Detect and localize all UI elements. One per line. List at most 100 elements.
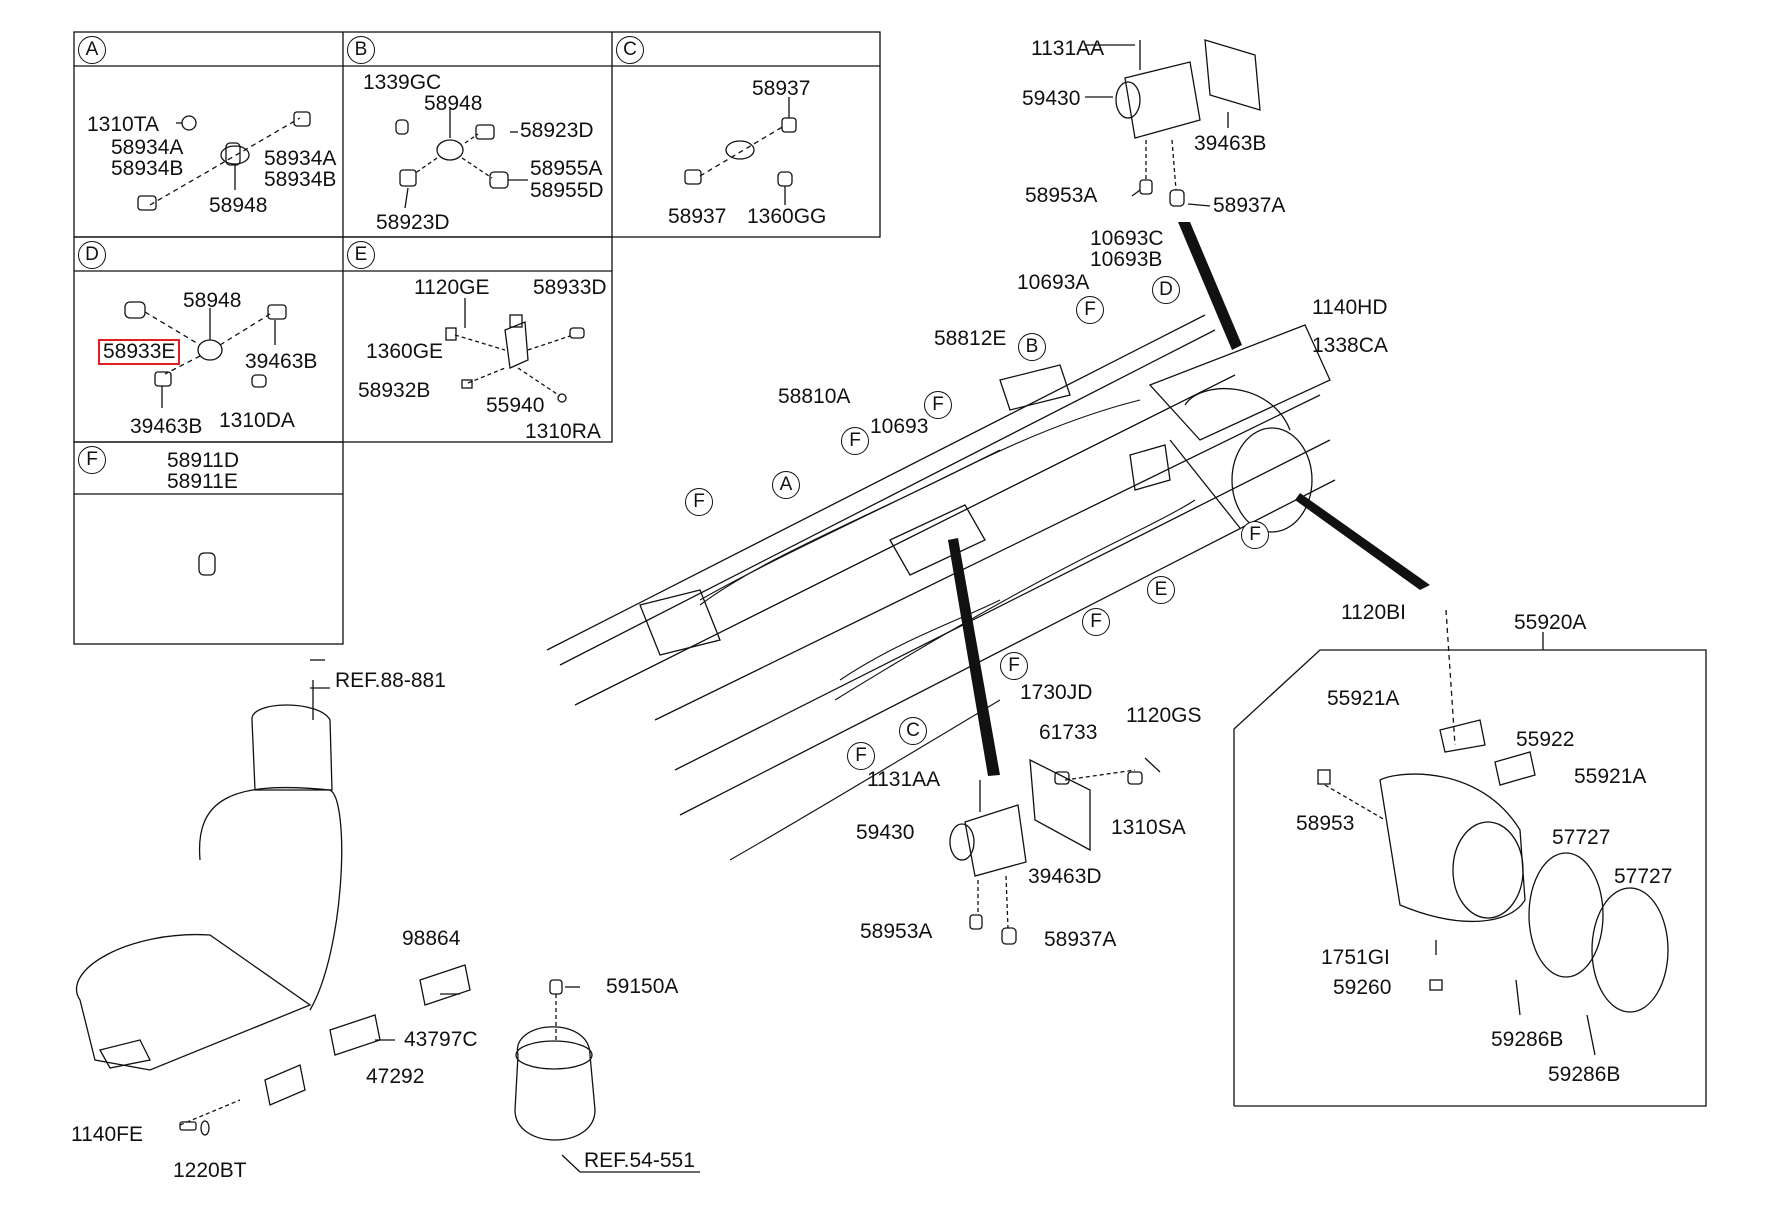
label-61733: 61733 — [1039, 721, 1098, 744]
label-1140HD: 1140HD — [1312, 296, 1388, 319]
label-58923D: 58923D — [520, 119, 594, 142]
label-58948-b: 58948 — [424, 92, 483, 115]
panel-b-fittings — [395, 108, 528, 209]
label-55920A: 55920A — [1514, 611, 1587, 634]
inset-panels-grid — [73, 31, 881, 645]
label-58937A-top: 58937A — [1213, 194, 1286, 217]
label-1310RA: 1310RA — [525, 420, 601, 443]
label-58933E-highlighted: 58933E — [98, 339, 181, 365]
label-58812E: 58812E — [934, 327, 1007, 350]
callout-f-4: F — [685, 488, 713, 516]
label-1310DA: 1310DA — [219, 409, 295, 432]
air-spring-drawing — [310, 687, 700, 1173]
label-58937: 58937 — [752, 77, 811, 100]
label-58934A-right: 58934A — [264, 147, 337, 170]
tank-box — [1233, 609, 1707, 1107]
callout-c: C — [899, 717, 927, 745]
label-58937A-lower: 58937A — [1044, 928, 1117, 951]
label-58923D-bottom: 58923D — [376, 211, 450, 234]
label-1131AA-lower: 1131AA — [867, 768, 941, 791]
panel-b-callout: B — [347, 36, 375, 64]
label-10693B: 10693B — [1090, 248, 1163, 271]
label-1360GG: 1360GG — [747, 205, 827, 228]
air-lines — [699, 399, 1196, 861]
label-ref-88-881: REF.88-881 — [335, 669, 446, 692]
label-1140FE: 1140FE — [71, 1123, 143, 1146]
label-58932B: 58932B — [358, 379, 431, 402]
panel-a-callout: A — [78, 36, 106, 64]
label-1310TA: 1310TA — [87, 113, 159, 136]
panel-f-fitting — [198, 552, 216, 576]
callout-f-5: F — [1241, 521, 1269, 549]
label-55921A-top: 55921A — [1327, 687, 1400, 710]
chassis-frame — [546, 314, 1336, 816]
label-1220BT: 1220BT — [173, 1159, 247, 1182]
lower-valve-assembly — [949, 757, 1161, 945]
label-39463B-top: 39463B — [1194, 132, 1267, 155]
panel-d-fittings — [124, 301, 287, 408]
label-43797C: 43797C — [404, 1028, 478, 1051]
callout-f-1: F — [1076, 296, 1104, 324]
callout-e: E — [1147, 576, 1175, 604]
label-1131AA-top: 1131AA — [1031, 37, 1105, 60]
label-10693: 10693 — [870, 415, 929, 438]
label-58948-d: 58948 — [183, 289, 242, 312]
callout-f-3: F — [841, 427, 869, 455]
callout-b: B — [1018, 333, 1046, 361]
label-1310SA: 1310SA — [1111, 816, 1186, 839]
label-39463B-d-bottom: 39463B — [130, 415, 203, 438]
label-10693C: 10693C — [1090, 227, 1164, 250]
label-57727-left: 57727 — [1552, 826, 1611, 849]
callout-f-6: F — [1082, 608, 1110, 636]
leader-bands — [948, 222, 1430, 776]
label-1751GI: 1751GI — [1321, 946, 1390, 969]
label-58953A-lower: 58953A — [860, 920, 933, 943]
label-59430-lower: 59430 — [856, 821, 915, 844]
label-58937-bottom: 58937 — [668, 205, 727, 228]
panel-c-fittings — [684, 97, 797, 205]
label-39463D: 39463D — [1028, 865, 1102, 888]
label-58934A: 58934A — [111, 136, 184, 159]
label-58810A: 58810A — [778, 385, 851, 408]
label-58934B-right: 58934B — [264, 168, 337, 191]
label-55940: 55940 — [486, 394, 545, 417]
panel-a-fittings — [137, 111, 311, 211]
label-1339GC: 1339GC — [363, 71, 442, 94]
panel-e-callout: E — [347, 241, 375, 269]
top-valve-assembly — [1085, 39, 1261, 207]
label-39463B-d: 39463B — [245, 350, 318, 373]
label-58955A: 58955A — [530, 157, 603, 180]
label-58933D: 58933D — [533, 276, 607, 299]
label-59430-top: 59430 — [1022, 87, 1081, 110]
seat-drawing — [75, 659, 471, 1136]
frame-tank — [1169, 388, 1313, 533]
label-58911E: 58911E — [167, 470, 238, 493]
label-1360GE: 1360GE — [366, 340, 444, 363]
label-58911D: 58911D — [167, 449, 240, 472]
label-59286B-right: 59286B — [1548, 1063, 1621, 1086]
label-47292: 47292 — [366, 1065, 425, 1088]
panel-d-callout: D — [78, 241, 106, 269]
label-55922: 55922 — [1516, 728, 1575, 751]
label-58953: 58953 — [1296, 812, 1355, 835]
label-59260: 59260 — [1333, 976, 1392, 999]
label-98864: 98864 — [402, 927, 461, 950]
label-57727-right: 57727 — [1614, 865, 1673, 888]
label-1120GE: 1120GE — [414, 276, 490, 299]
label-1338CA: 1338CA — [1312, 334, 1388, 357]
label-58934B: 58934B — [111, 157, 184, 180]
label-59286B-left: 59286B — [1491, 1028, 1564, 1051]
panel-c-callout: C — [616, 36, 644, 64]
callout-f-2: F — [924, 391, 952, 419]
label-ref-54-551: REF.54-551 — [584, 1149, 695, 1172]
callout-f-7: F — [1000, 652, 1028, 680]
label-58948: 58948 — [209, 194, 268, 217]
callout-d: D — [1152, 276, 1180, 304]
label-58955D: 58955D — [530, 179, 604, 202]
panel-e-fittings — [445, 298, 585, 403]
label-1730JD: 1730JD — [1020, 681, 1093, 704]
label-1120GS: 1120GS — [1126, 704, 1202, 727]
label-58953A-top: 58953A — [1025, 184, 1098, 207]
